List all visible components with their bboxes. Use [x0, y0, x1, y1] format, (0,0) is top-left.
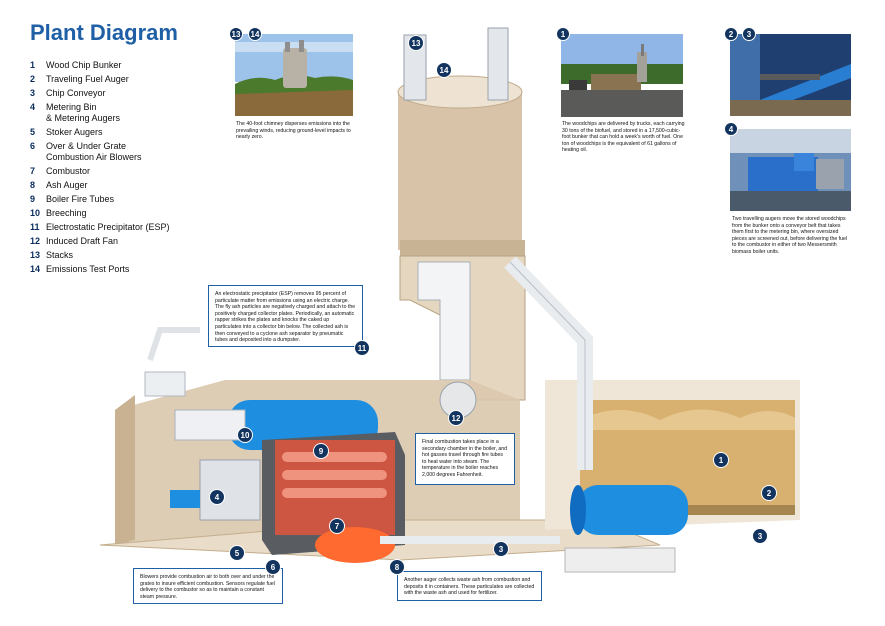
- legend-label: Electrostatic Precipitator (ESP): [46, 222, 170, 232]
- legend-item: 4 Metering Bin & Metering Augers: [30, 102, 210, 124]
- legend-label: Breeching: [46, 208, 87, 218]
- legend-item: 5 Stoker Augers: [30, 127, 210, 138]
- legend-item: 9 Boiler Fire Tubes: [30, 194, 210, 205]
- callout-8: 8: [389, 559, 405, 575]
- auger-photo-caption: Two travelling augers move the stored wo…: [732, 216, 848, 255]
- esp-info-box: An electrostatic precipitator (ESP) remo…: [208, 285, 363, 347]
- legend-label: Wood Chip Bunker: [46, 60, 122, 70]
- legend-num: 6: [30, 141, 36, 151]
- callout-6: 6: [265, 559, 281, 575]
- photo-badge: 2: [724, 27, 738, 41]
- legend-label: Chip Conveyor: [46, 88, 106, 98]
- legend-num: 3: [30, 88, 36, 98]
- legend-num: 4: [30, 102, 36, 112]
- legend-num: 10: [30, 208, 41, 218]
- photo-badge: 13: [229, 27, 243, 41]
- legend-item: 1 Wood Chip Bunker: [30, 60, 210, 71]
- legend-label: Metering Bin & Metering Augers: [46, 102, 121, 123]
- callout-11: 11: [354, 340, 370, 356]
- stack-photo-caption: The 40-foot chimney disperses emissions …: [236, 121, 351, 141]
- legend-label: Over & Under Grate Combustion Air Blower…: [46, 141, 142, 162]
- callout-5: 5: [229, 545, 245, 561]
- photo-badge: 1: [556, 27, 570, 41]
- legend-num: 14: [30, 264, 41, 274]
- legend-num: 1: [30, 60, 36, 70]
- legend-num: 8: [30, 180, 36, 190]
- photo-badge: 3: [742, 27, 756, 41]
- callout-14: 14: [436, 62, 452, 78]
- legend-num: 5: [30, 127, 36, 137]
- legend-num: 7: [30, 166, 36, 176]
- legend-item: 3 Chip Conveyor: [30, 88, 210, 99]
- legend-item: 14 Emissions Test Ports: [30, 264, 210, 275]
- legend-num: 13: [30, 250, 41, 260]
- ash-info-box: Another auger collects waste ash from co…: [397, 571, 542, 601]
- legend-item: 10 Breeching: [30, 208, 210, 219]
- legend-item: 2 Traveling Fuel Auger: [30, 74, 210, 85]
- photo-badge: 4: [724, 122, 738, 136]
- callout-1: 1: [713, 452, 729, 468]
- legend-num: 12: [30, 236, 41, 246]
- legend-label: Ash Auger: [46, 180, 88, 190]
- legend-label: Stoker Augers: [46, 127, 103, 137]
- legend-label: Stacks: [46, 250, 74, 260]
- legend-label: Combustor: [46, 166, 91, 176]
- blowers-info-box: Blowers provide combustion air to both o…: [133, 568, 283, 604]
- legend-num: 9: [30, 194, 36, 204]
- callout-3: 3: [493, 541, 509, 557]
- page-title: Plant Diagram: [30, 20, 178, 45]
- combustion-info-box: Final combustion takes place in a second…: [415, 433, 515, 485]
- photo-badge: 14: [248, 27, 262, 41]
- callout-12: 12: [448, 410, 464, 426]
- legend-item: 13 Stacks: [30, 250, 210, 261]
- legend-item: 6 Over & Under Grate Combustion Air Blowe…: [30, 141, 210, 163]
- metering-bin-photo: [730, 129, 851, 211]
- callout-4: 4: [209, 489, 225, 505]
- callout-3: 3: [752, 528, 768, 544]
- legend-item: 12 Induced Draft Fan: [30, 236, 210, 247]
- legend-num: 11: [30, 222, 40, 232]
- bunker-photo: [561, 34, 683, 117]
- bunker-photo-caption: The woodchips are delivered by trucks, e…: [562, 121, 685, 154]
- callout-13: 13: [408, 35, 424, 51]
- legend-item: 7 Combustor: [30, 166, 210, 177]
- stacks-photo: [235, 34, 353, 116]
- legend-label: Induced Draft Fan: [46, 236, 119, 246]
- legend-num: 2: [30, 74, 36, 84]
- conveyor-photo: [730, 34, 851, 116]
- legend-label: Traveling Fuel Auger: [46, 74, 129, 84]
- legend-item: 11 Electrostatic Precipitator (ESP): [30, 222, 210, 233]
- callout-7: 7: [329, 518, 345, 534]
- callout-9: 9: [313, 443, 329, 459]
- legend-label: Boiler Fire Tubes: [46, 194, 115, 204]
- callout-10: 10: [237, 427, 253, 443]
- legend-label: Emissions Test Ports: [46, 264, 130, 274]
- legend-item: 8 Ash Auger: [30, 180, 210, 191]
- callout-2: 2: [761, 485, 777, 501]
